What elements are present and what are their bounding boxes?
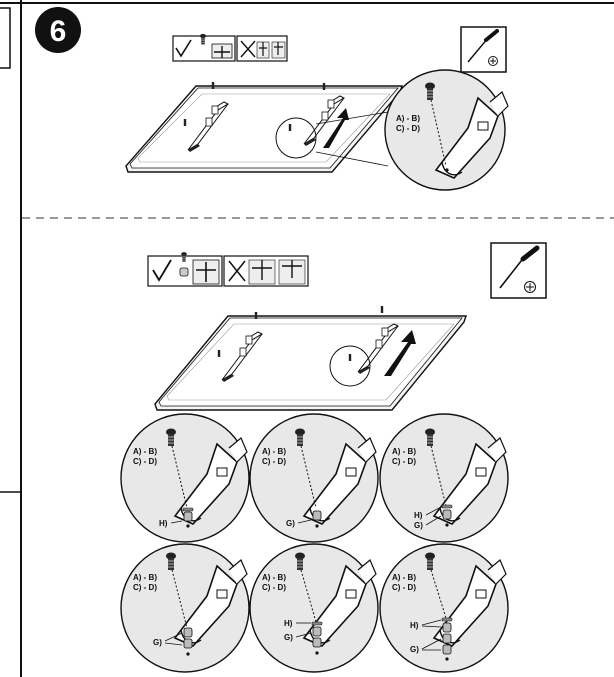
hardware-legend-bottom <box>147 251 309 287</box>
label-h: H) <box>410 621 419 630</box>
label-g: G) <box>410 645 419 654</box>
label-cd: C) - D) <box>133 457 157 466</box>
label-g: G) <box>284 633 293 642</box>
label-ab: A) - B) <box>392 573 416 582</box>
phillips-screwdriver-icon <box>499 255 526 289</box>
label-g: G) <box>414 521 423 530</box>
detail-callout-marker <box>275 117 317 159</box>
label-h: H) <box>284 619 293 628</box>
detail-circle-5: A) - B) C) - D) H) G) <box>249 543 379 673</box>
label-g: G) <box>286 519 295 528</box>
detail-circle-1: A) - B) C) - D) H) <box>120 413 250 543</box>
detail-circle-top: A) - B) C) - D) <box>384 69 509 191</box>
detail-circle-4: A) - B) C) - D) G) <box>120 543 250 673</box>
label-h: H) <box>159 519 168 528</box>
direction-arrow-top <box>323 108 349 148</box>
screwdriver-tool-box-top <box>460 26 507 73</box>
hardware-legend-top <box>172 33 288 62</box>
spacer-icon <box>179 267 189 277</box>
detail-circle-3: H) G) A) - B) C) - D) <box>379 413 509 543</box>
label-cd: C) - D) <box>396 124 420 133</box>
screwdriver-tool-box-bottom <box>490 242 547 299</box>
tv-mount-cross-icon <box>256 41 270 59</box>
label-ab: A) - B) <box>133 447 157 456</box>
tv-mount-icon <box>192 259 220 285</box>
checkmark-icon <box>175 39 192 58</box>
tv-panel-top <box>125 85 403 173</box>
label-cd: C) - D) <box>392 457 416 466</box>
detail-callout-marker <box>329 345 371 387</box>
tv-mount-alt-icon <box>271 41 286 59</box>
label-cd: C) - D) <box>262 583 286 592</box>
step-number: 6 <box>50 15 67 48</box>
tv-mount-icon <box>211 43 233 59</box>
label-cd: C) - D) <box>392 583 416 592</box>
label-g: G) <box>153 638 162 647</box>
step-number-badge: 6 <box>35 7 81 53</box>
detail-circle-6: A) - B) C) - D) H) G) <box>379 543 509 673</box>
tv-mount-alt-icon <box>278 259 306 285</box>
label-ab: A) - B) <box>392 447 416 456</box>
label-h: H) <box>414 511 423 520</box>
phillips-screwdriver-icon <box>467 37 489 63</box>
cross-icon <box>228 260 246 282</box>
tv-mount-cross-icon <box>248 259 276 285</box>
label-ab: A) - B) <box>262 573 286 582</box>
label-cd: C) - D) <box>133 583 157 592</box>
detail-circle-2: A) - B) C) - D) G) <box>249 413 379 543</box>
label-cd: C) - D) <box>262 457 286 466</box>
label-ab: A) - B) <box>396 114 420 123</box>
label-ab: A) - B) <box>133 573 157 582</box>
tv-panel-bottom <box>154 315 467 411</box>
label-ab: A) - B) <box>262 447 286 456</box>
cross-icon <box>240 40 256 58</box>
direction-arrow-bottom <box>384 330 416 376</box>
checkmark-icon <box>152 259 172 282</box>
left-page-box <box>0 7 11 69</box>
